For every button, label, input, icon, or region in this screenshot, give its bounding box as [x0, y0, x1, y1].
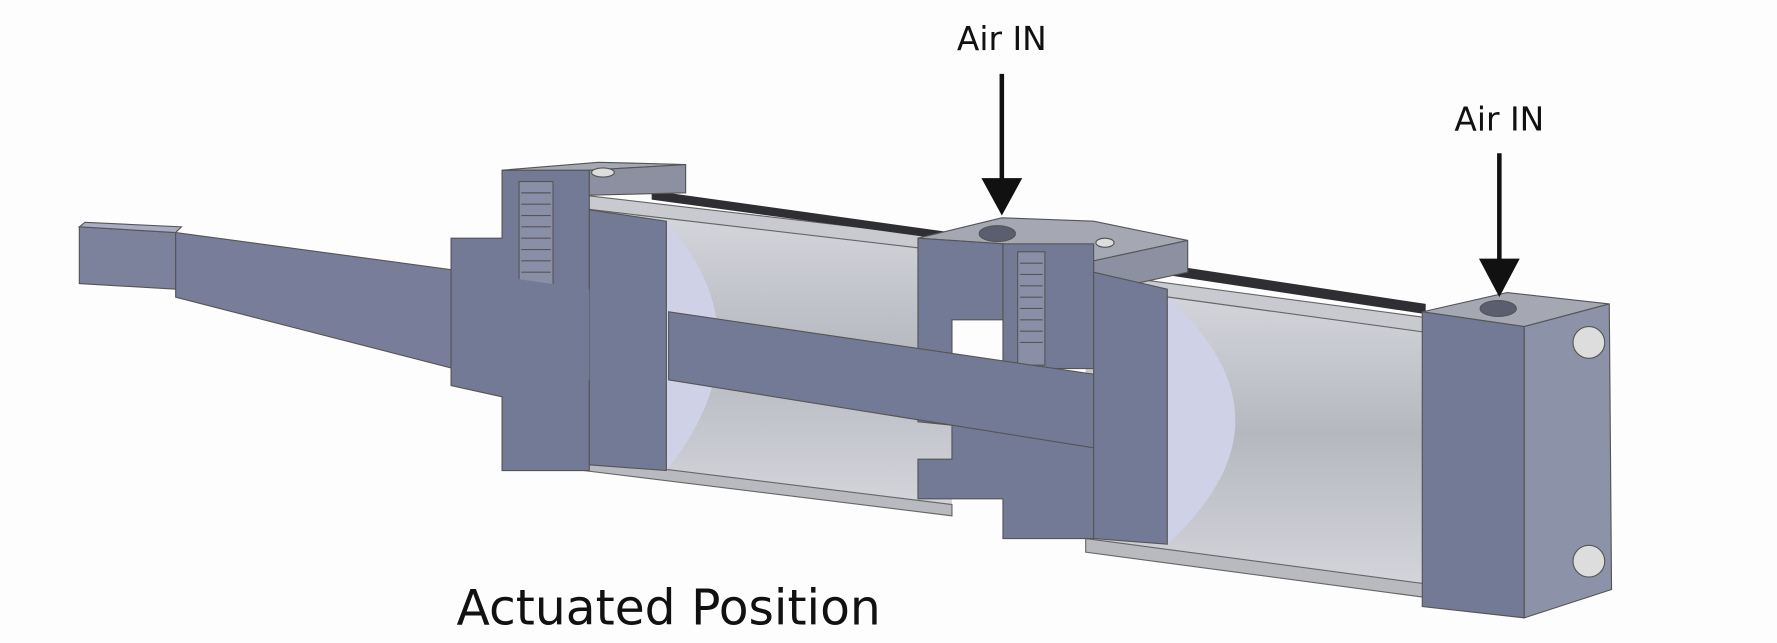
piston-rod — [77, 221, 454, 370]
tube-2 — [1085, 263, 1427, 599]
air-port-middle — [978, 225, 1016, 243]
piston-1 — [588, 209, 667, 472]
air-in-arrow-middle — [981, 73, 1023, 216]
piston-face-2 — [1167, 297, 1236, 545]
air-in-label-middle: Air IN — [957, 19, 1047, 58]
piston-2 — [1093, 271, 1168, 545]
air-in-arrow-right — [1478, 153, 1520, 298]
caption: Actuated Position — [457, 581, 881, 637]
end-cap — [1421, 292, 1613, 619]
tie-rod-2 — [1155, 263, 1426, 315]
middle-cap — [917, 217, 1189, 540]
air-in-label-right: Air IN — [1454, 100, 1544, 139]
air-port-right — [1479, 299, 1517, 317]
tie-rod-1 — [651, 190, 952, 241]
screw-head-icon — [1572, 326, 1606, 359]
screw-head-icon — [1572, 544, 1606, 578]
main-rod-segment — [453, 269, 590, 380]
